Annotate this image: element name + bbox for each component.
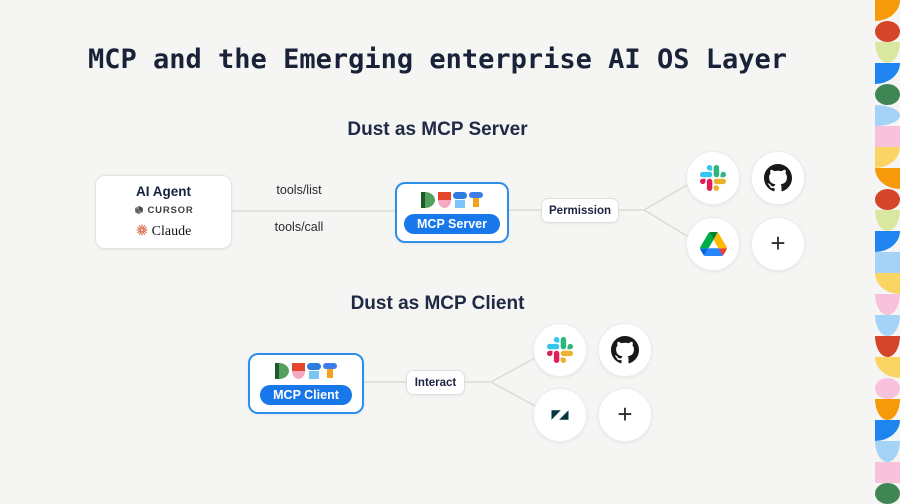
service-circle-add: + bbox=[598, 388, 652, 442]
mcp-client-badge: MCP Client bbox=[260, 384, 352, 405]
decorative-shape bbox=[875, 483, 900, 504]
interact-label: Interact bbox=[406, 370, 465, 395]
decorative-shape bbox=[875, 63, 900, 84]
decorative-shape bbox=[875, 147, 900, 168]
decorative-shape bbox=[875, 315, 900, 336]
claude-row: Claude bbox=[136, 223, 192, 241]
decorative-shape bbox=[875, 294, 900, 315]
decorative-shape bbox=[875, 21, 900, 42]
claude-starburst-icon bbox=[136, 223, 148, 241]
decorative-shape bbox=[875, 273, 900, 294]
decorative-shape bbox=[875, 378, 900, 399]
ai-agent-title: AI Agent bbox=[136, 183, 191, 199]
decorative-shape bbox=[875, 420, 900, 441]
mcp-server-badge: MCP Server bbox=[404, 213, 500, 234]
permission-label: Permission bbox=[541, 198, 619, 223]
decorative-shape bbox=[875, 462, 900, 483]
decorative-shape bbox=[875, 168, 900, 189]
page-title: MCP and the Emerging enterprise AI OS La… bbox=[88, 44, 787, 75]
decorative-shape bbox=[875, 441, 900, 462]
github-icon bbox=[764, 164, 792, 192]
google-drive-icon bbox=[699, 232, 727, 256]
claude-label: Claude bbox=[151, 223, 192, 239]
decorative-shape bbox=[875, 105, 900, 126]
decorative-shape bbox=[875, 231, 900, 252]
service-circle-github bbox=[751, 151, 805, 205]
decorative-shape bbox=[875, 336, 900, 357]
decorative-shape bbox=[875, 357, 900, 378]
decorative-shape bbox=[875, 0, 900, 21]
slack-icon bbox=[547, 337, 573, 363]
decorative-shape-column bbox=[875, 0, 900, 504]
service-circle-slack bbox=[686, 151, 740, 205]
cursor-label: CURSOR bbox=[147, 205, 194, 216]
service-circle-github bbox=[598, 323, 652, 377]
service-circle-google-drive bbox=[686, 217, 740, 271]
add-icon: + bbox=[770, 228, 786, 258]
zendesk-icon bbox=[551, 410, 569, 420]
slack-icon bbox=[700, 165, 726, 191]
decorative-shape bbox=[875, 252, 900, 273]
server-section-heading: Dust as MCP Server bbox=[347, 119, 528, 140]
decorative-shape bbox=[875, 189, 900, 210]
github-icon bbox=[611, 336, 639, 364]
decorative-shape bbox=[875, 126, 900, 147]
cursor-row: CURSOR bbox=[134, 202, 194, 220]
decorative-shape bbox=[875, 84, 900, 105]
dust-logo bbox=[275, 362, 337, 379]
edge-label-tools-list: tools/list bbox=[276, 183, 322, 197]
ai-agent-box: AI Agent CURSOR bbox=[95, 175, 232, 249]
dust-mcp-client-box: MCP Client bbox=[248, 353, 364, 414]
service-circle-add: + bbox=[751, 217, 805, 271]
client-section-heading: Dust as MCP Client bbox=[350, 293, 525, 314]
add-icon: + bbox=[617, 399, 633, 429]
decorative-shape bbox=[875, 42, 900, 63]
dust-mcp-server-box: MCP Server bbox=[395, 182, 509, 243]
decorative-shape bbox=[875, 399, 900, 420]
decorative-shape bbox=[875, 210, 900, 231]
cursor-cube-icon bbox=[134, 202, 144, 220]
edge-label-tools-call: tools/call bbox=[274, 220, 324, 234]
service-circle-zendesk bbox=[533, 388, 587, 442]
dust-logo bbox=[421, 191, 483, 208]
service-circle-slack bbox=[533, 323, 587, 377]
